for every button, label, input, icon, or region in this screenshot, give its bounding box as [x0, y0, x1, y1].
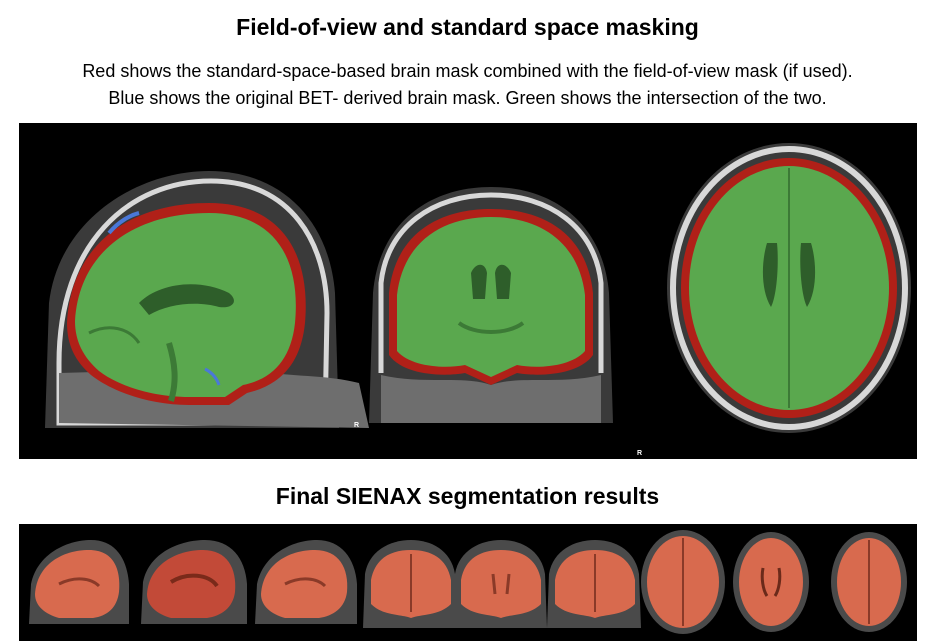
orientation-label-r-1: R	[354, 422, 360, 429]
masking-caption-line-1: Red shows the standard-space-based brain…	[82, 61, 853, 81]
masking-caption-line-2: Blue shows the original BET- derived bra…	[108, 88, 827, 108]
seg-coronal-1	[363, 540, 457, 628]
seg-sagittal-3	[255, 540, 357, 624]
segmentation-section-title: Final SIENAX segmentation results	[275, 483, 660, 509]
coronal-slice	[369, 187, 613, 423]
seg-sagittal-2	[141, 540, 247, 624]
seg-coronal-3	[547, 540, 641, 628]
masking-section-title: Field-of-view and standard space masking	[236, 14, 699, 40]
masking-slices-graphic	[45, 143, 911, 433]
masking-image-panel: R R	[19, 123, 917, 459]
sagittal-slice	[45, 171, 369, 428]
seg-axial-2	[733, 532, 809, 632]
segmentation-slices-graphic	[29, 530, 907, 634]
axial-slice	[667, 143, 911, 433]
seg-coronal-2	[453, 540, 547, 628]
seg-axial-3	[831, 532, 907, 632]
seg-sagittal-1	[29, 540, 129, 624]
orientation-label-r-2: R	[637, 450, 643, 457]
seg-axial-1	[641, 530, 725, 634]
segmentation-image-panel	[19, 524, 917, 641]
masking-caption: Red shows the standard-space-based brain…	[0, 58, 935, 112]
